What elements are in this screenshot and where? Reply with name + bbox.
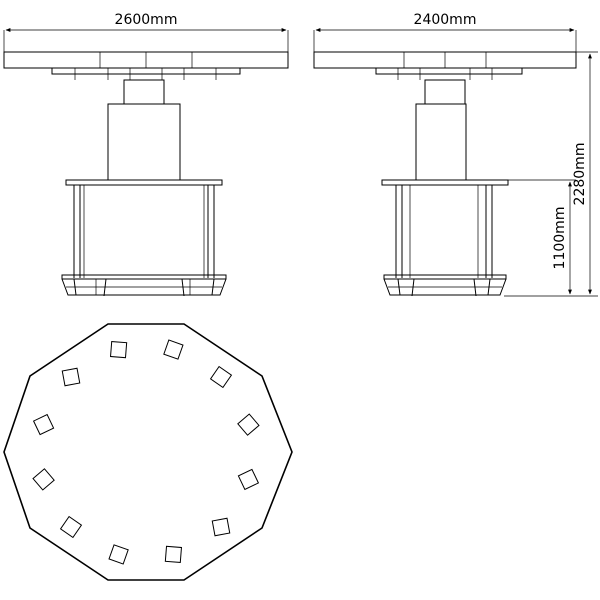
platform	[65, 179, 223, 186]
seat-height-label: 1100mm	[552, 207, 568, 270]
seat-square	[237, 468, 260, 491]
seat-square	[164, 545, 183, 564]
seat-square	[211, 517, 231, 537]
side-elevation: 2400mm 2280mm	[313, 12, 598, 297]
plan-seats	[32, 339, 260, 565]
seat-square	[61, 367, 81, 387]
seat-square	[32, 413, 55, 436]
front-width-dimension: 2600mm	[3, 12, 289, 55]
seat-square	[209, 365, 233, 389]
side-width-label: 2400mm	[414, 12, 477, 28]
seat-square	[237, 413, 260, 436]
plan-outline	[3, 323, 293, 581]
upper-column-side	[424, 79, 466, 105]
seat-square	[59, 515, 83, 539]
seat-square	[109, 340, 128, 359]
seat-height-dimension: 1100mm	[508, 179, 576, 295]
total-height-label: 2280mm	[572, 143, 588, 206]
footrest	[61, 274, 227, 280]
upper-column	[123, 79, 165, 105]
seat-square	[163, 339, 184, 360]
front-elevation: 2600mm	[3, 12, 289, 297]
side-width-dimension: 2400mm	[313, 12, 577, 55]
footrest-side	[383, 274, 507, 280]
front-width-label: 2600mm	[115, 12, 178, 28]
total-height-dimension: 2280mm	[504, 51, 598, 297]
platform-side	[381, 179, 509, 186]
lower-column	[107, 103, 181, 181]
seat-square	[108, 544, 129, 565]
plan-view	[3, 323, 293, 581]
seat-square	[32, 468, 55, 491]
lower-column-side	[415, 103, 467, 181]
